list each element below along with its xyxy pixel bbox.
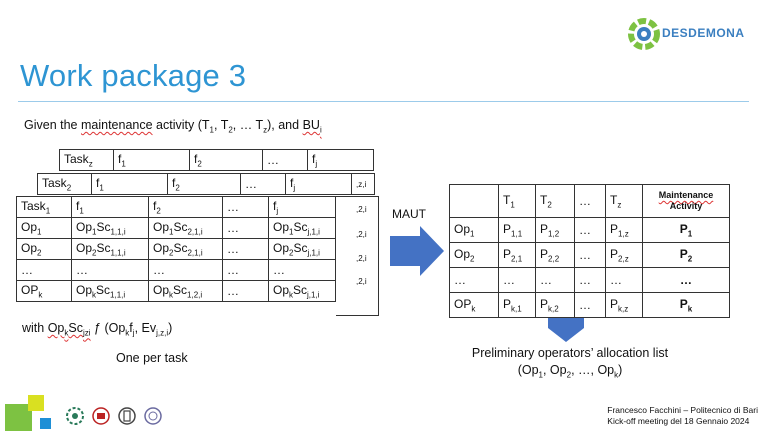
table-row: Op1 P1,1 P1,2 … P1,z P1 (449, 217, 730, 243)
intro-text: Given the maintenance activity (T1, T2, … (24, 118, 322, 135)
table-row: Op2 Op2Sc1,1,i Op2Sc2,1,i … Op2Scj,1,i (16, 238, 336, 260)
table-row: … … … … … (16, 259, 336, 281)
stacked-edge: ,2,i ,2,i ,2,i ,2,i (336, 196, 379, 316)
right-arrow-icon (390, 226, 444, 276)
maut-label: MAUT (392, 207, 426, 221)
table-row: Task1 f1 f2 … fj (16, 196, 336, 218)
allocation-list-caption: Preliminary operators’ allocation list (… (471, 346, 669, 380)
desdemona-logo: DESDEMONA (626, 14, 756, 54)
table-row: Op2 P2,1 P2,2 … P2,z P2 (449, 242, 730, 268)
down-arrow-icon (548, 318, 584, 342)
table-row: OPk Pk,1 Pk,2 … Pk,z Pk (449, 292, 730, 318)
partner-logo-icon (92, 407, 110, 425)
task-z-header: Taskz (59, 149, 114, 171)
decor-square-blue (40, 418, 51, 429)
partner-logo-icon (144, 407, 162, 425)
decor-square-yellow (28, 395, 44, 411)
partner-logo-icon (118, 407, 136, 425)
partner-logo-icon (66, 407, 84, 425)
desdemona-logo-icon (628, 18, 660, 50)
page-title: Work package 3 (20, 58, 247, 93)
one-per-task-label: One per task (116, 351, 188, 365)
table-row: OPk OpkSc1,1,i OpkSc1,2,i … OpkScj,1,i (16, 280, 336, 302)
task-2-table: Task2 f1 f2 … fj ,z,i (37, 173, 375, 195)
footer: Francesco Facchini – Politecnico di Bari… (607, 405, 758, 426)
table-row: … … … … … … (449, 267, 730, 293)
task-1-table: Task1 f1 f2 … fj Op1 Op1Sc1,1,i Op1Sc2,1… (16, 196, 336, 302)
task-z-table: Taskz f1 f2 … fj (59, 149, 374, 171)
logo-text: DESDEMONA (662, 26, 745, 40)
task-2-header: Task2 (37, 173, 92, 195)
table-row: Op1 Op1Sc1,1,i Op1Sc2,1,i … Op1Scj,1,i (16, 217, 336, 239)
title-divider (18, 101, 749, 102)
formula-line: with OpkScjzi ƒ (Opkfj, Evj,z,i) (22, 321, 173, 338)
decor-square-green (5, 404, 32, 431)
